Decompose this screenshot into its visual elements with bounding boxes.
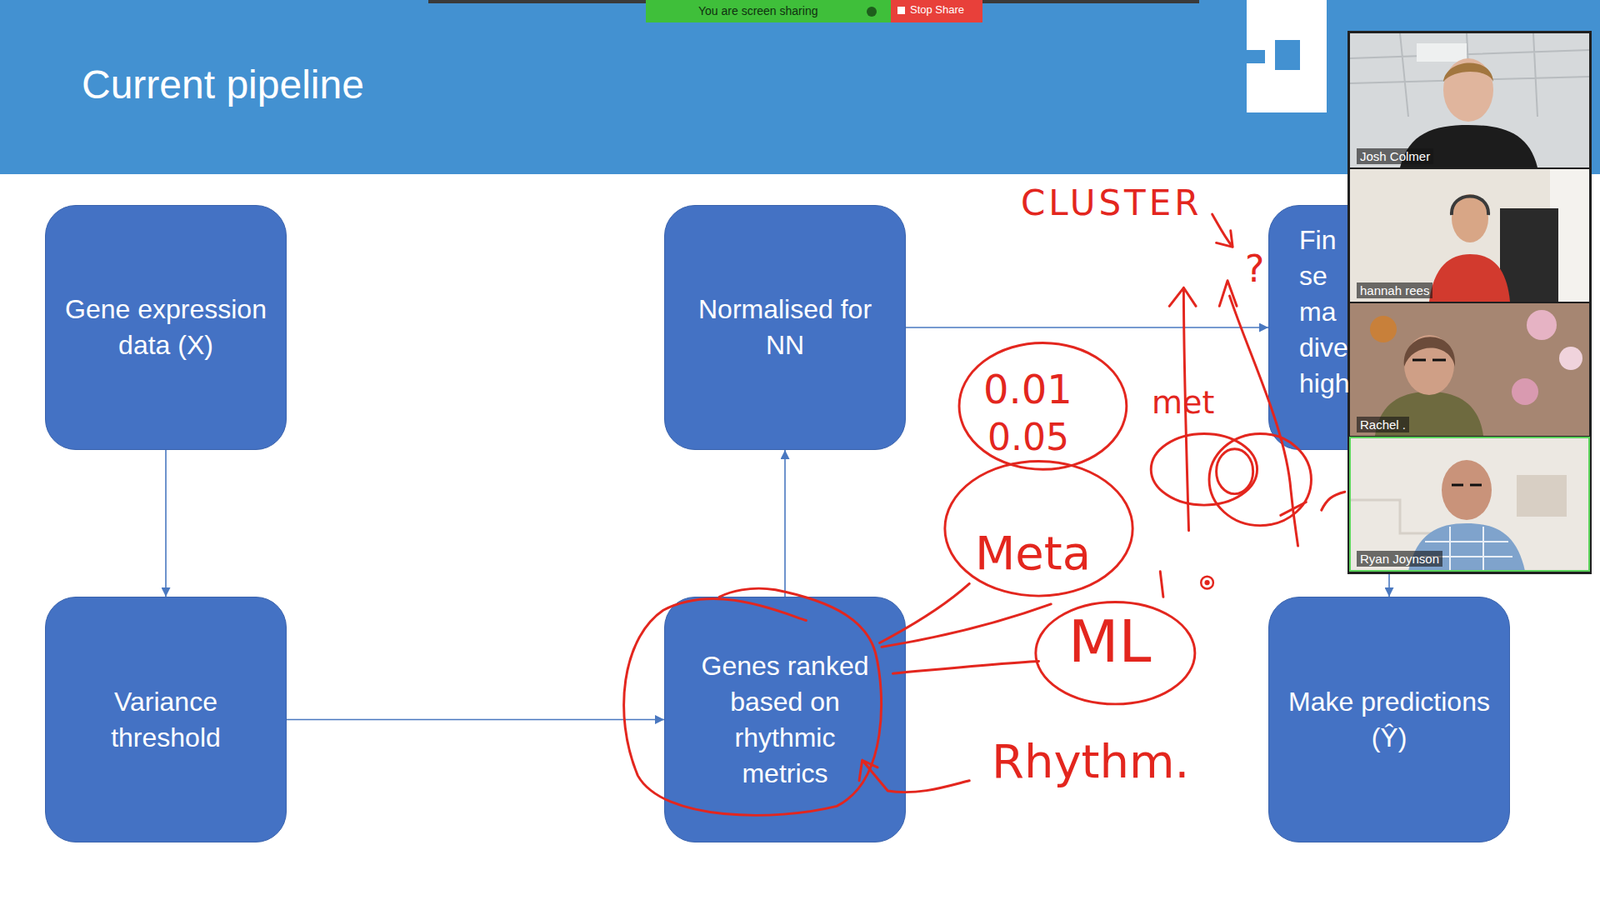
status-text: You are screen sharing <box>698 4 818 18</box>
logo-notch <box>1275 40 1300 70</box>
participant-name: hannah rees <box>1356 282 1433 299</box>
handwritten-note: Meta <box>975 526 1091 580</box>
ink-arrow <box>1212 214 1233 247</box>
process-box: Make predictions (Ŷ) <box>1268 596 1510 843</box>
node-text: Make predictions (Ŷ) <box>1285 684 1493 756</box>
ink-line <box>880 583 970 643</box>
participant-name: Ryan Joynson <box>1356 550 1443 567</box>
stop-share <box>890 0 983 23</box>
video-tile <box>1350 33 1590 168</box>
ink-arrow <box>1219 280 1237 307</box>
logo-slot <box>1246 50 1265 64</box>
node-text: Genes ranked based on rhythmic metrics <box>693 648 877 792</box>
ink-line <box>881 604 1051 647</box>
ink-circle <box>945 460 1133 596</box>
ink-line <box>892 660 1039 674</box>
node-text: Normalised for NN <box>681 291 889 364</box>
handwritten-note: met <box>1151 385 1215 422</box>
handwritten-note: CLUSTER <box>1020 183 1202 224</box>
connector-arrow <box>286 719 665 721</box>
node-text: Variance threshold <box>62 684 270 756</box>
process-box: Genes ranked based on rhythmic metrics <box>664 596 906 843</box>
video-tile <box>1350 169 1590 302</box>
handwritten-note: ? <box>1245 248 1265 291</box>
logo-block <box>1246 0 1327 113</box>
ink-stroke <box>1160 571 1164 598</box>
participant-name: Josh Colmer <box>1356 148 1434 165</box>
participant-name: Rachel . <box>1356 416 1410 433</box>
connector-arrow <box>784 450 786 597</box>
ink-loop <box>624 588 882 815</box>
ink-circle <box>1209 433 1311 525</box>
process-box: Normalised for NN <box>664 205 906 450</box>
pointer <box>1200 576 1214 590</box>
handwritten-note: ML <box>1068 608 1151 676</box>
handwritten-note: 0.05 <box>987 416 1070 460</box>
handwritten-note: 0.01 <box>983 366 1073 413</box>
ink-circle <box>1216 449 1254 495</box>
share-status <box>645 0 891 23</box>
process-box: Variance threshold <box>45 596 287 843</box>
ink-curve <box>1230 295 1299 546</box>
ink-circle <box>1035 601 1195 704</box>
stop-icon <box>897 6 905 15</box>
process-box: Gene expression data (X) <box>45 205 287 450</box>
shield-icon <box>866 6 877 17</box>
connector-arrow <box>165 450 167 597</box>
connector-arrow <box>905 326 1269 329</box>
ink-arrow <box>859 760 970 792</box>
node-text: Gene expression data (X) <box>62 291 270 364</box>
stop-share-button: Stop Share <box>910 4 965 17</box>
ink-scribble <box>1280 491 1345 515</box>
video-tile <box>1350 437 1590 571</box>
ink-circle <box>959 342 1127 470</box>
slide-title: Current pipeline <box>81 61 365 108</box>
video-tile <box>1350 303 1590 436</box>
ink-circle <box>1150 433 1257 505</box>
handwritten-note: Rhythm. <box>991 735 1190 789</box>
pointer <box>1205 580 1210 585</box>
node-text: Fin se ma dive high <box>1299 222 1358 402</box>
panel-frame <box>1347 30 1592 575</box>
